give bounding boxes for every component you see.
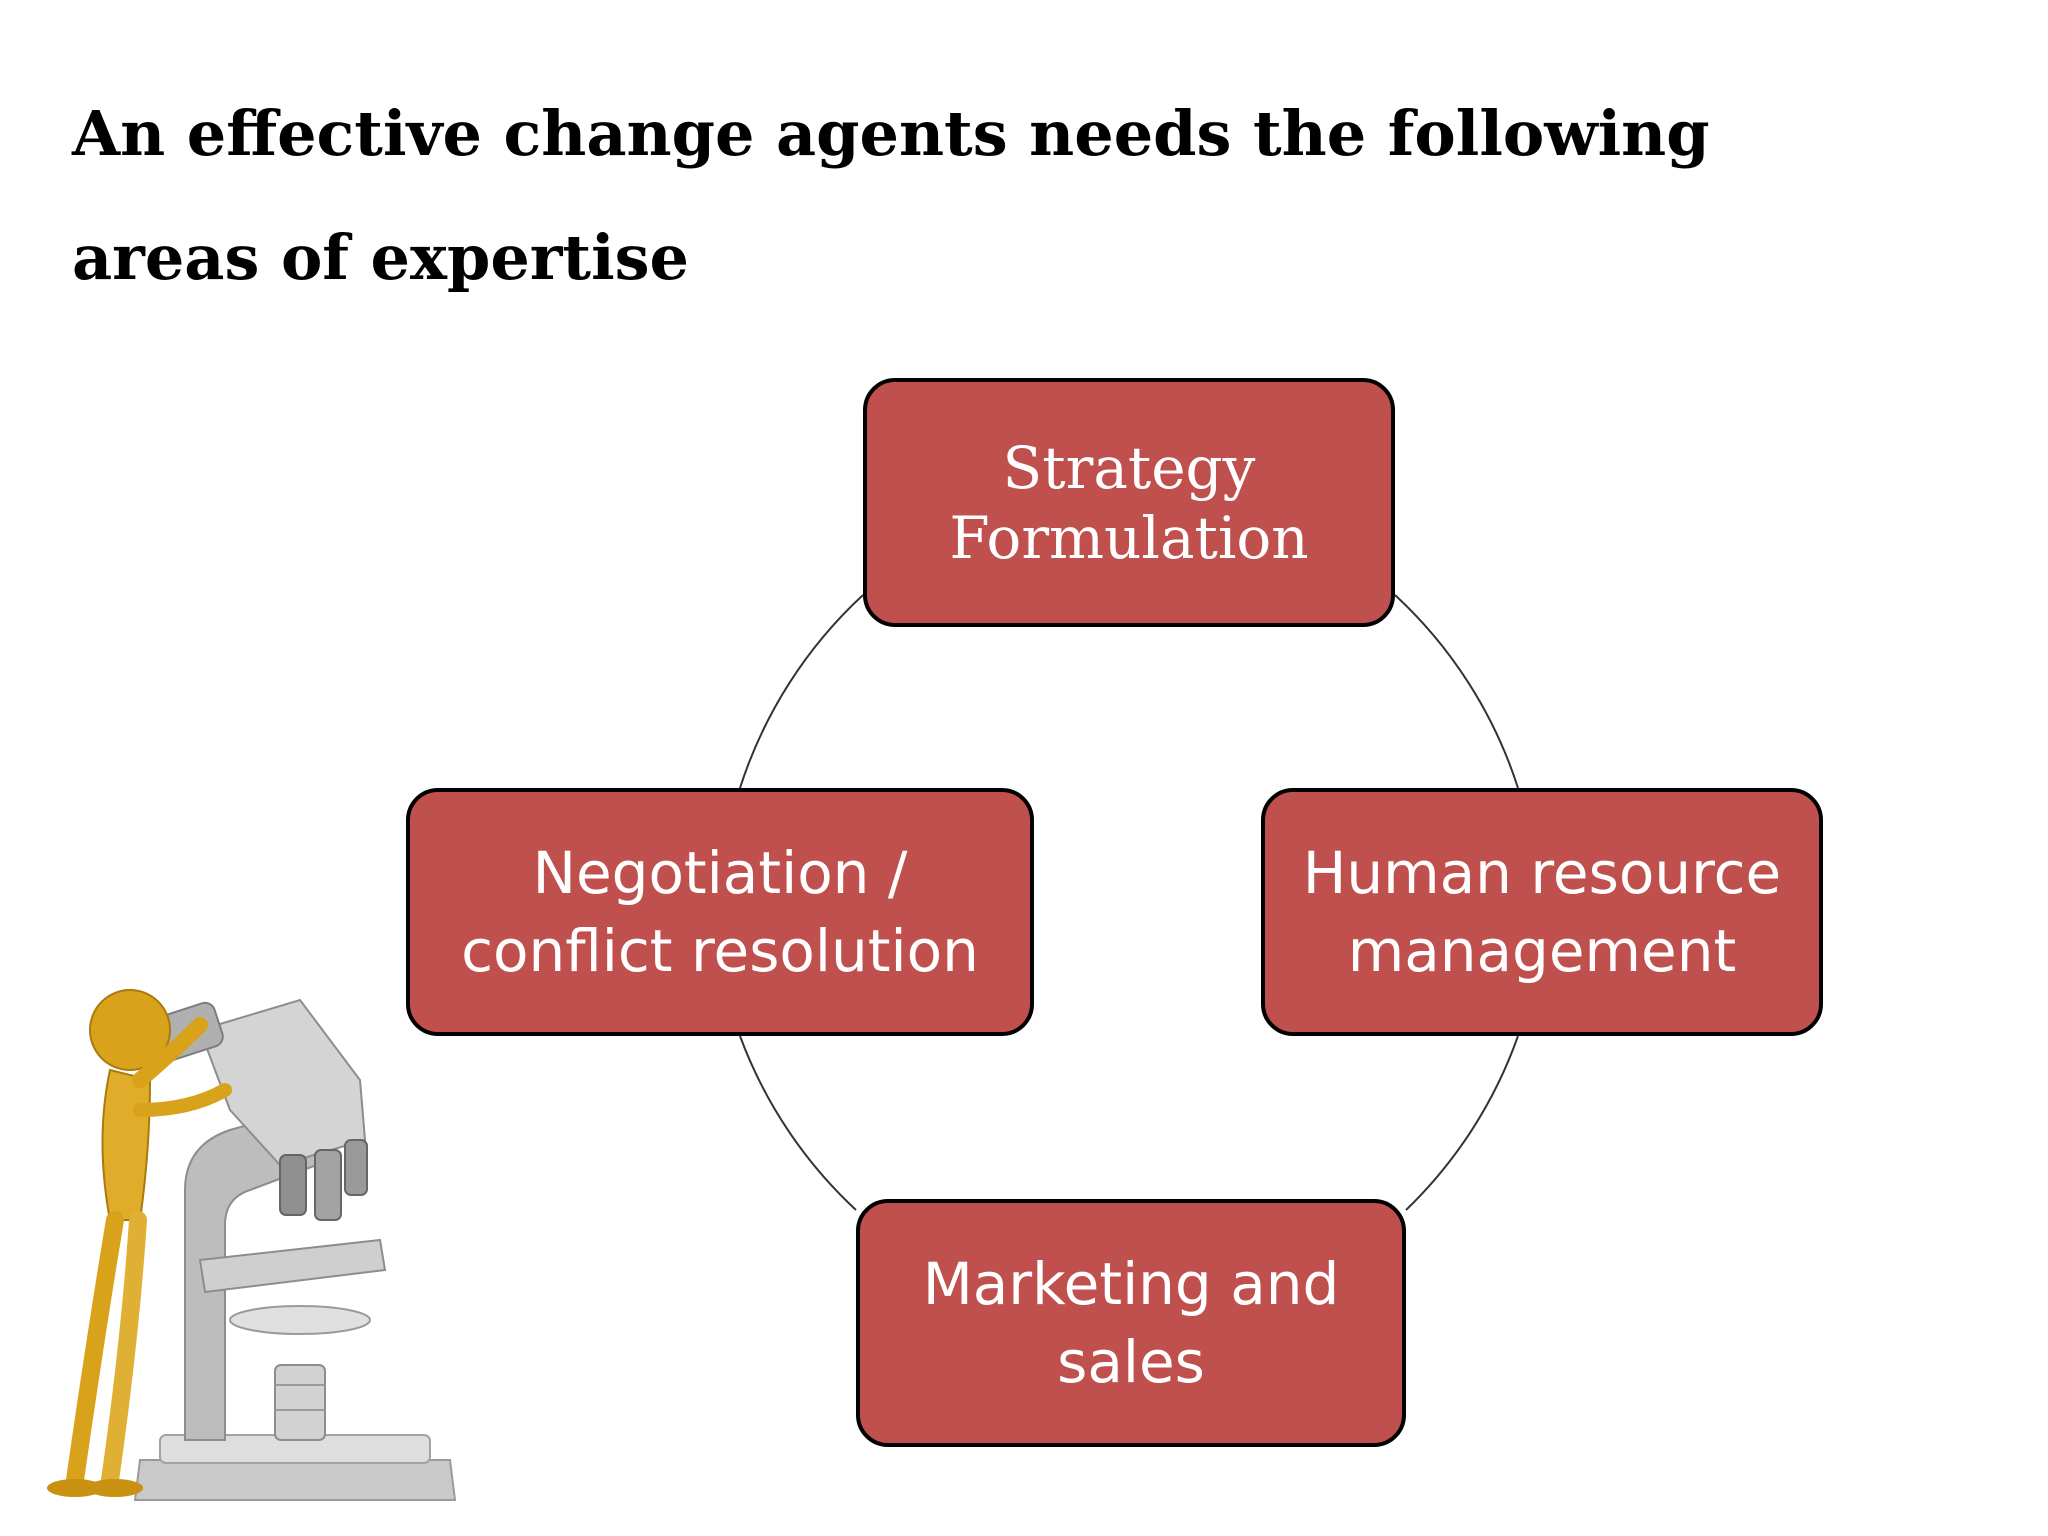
figure-head <box>89 989 171 1071</box>
figure-leg-right <box>101 1211 147 1489</box>
figure-foot <box>87 1479 143 1497</box>
figure-arm-lower <box>133 1083 232 1117</box>
slide-title: An effective change agents needs the fol… <box>72 97 1710 294</box>
objective-lens <box>314 1149 342 1221</box>
node-label: Marketing and sales <box>922 1250 1340 1396</box>
figure-arm-upper <box>132 1017 208 1088</box>
figure-foot <box>47 1479 103 1497</box>
node-strategy-formulation: Strategy Formulation <box>863 378 1395 627</box>
microscope-head <box>198 998 367 1167</box>
connector-bottom-right <box>1405 1035 1519 1211</box>
objective-lens <box>344 1139 368 1196</box>
focus-cylinder <box>274 1364 326 1441</box>
figure-with-microscope-icon <box>47 989 457 1501</box>
node-label: Human resource management <box>1302 839 1782 985</box>
microscope-base <box>133 1459 457 1501</box>
connector-bottom-left <box>739 1035 857 1211</box>
node-negotiation-conflict-resolution: Negotiation / conflict resolution <box>406 788 1034 1036</box>
node-label: Strategy Formulation <box>949 433 1309 572</box>
node-marketing-and-sales: Marketing and sales <box>856 1199 1406 1447</box>
figure-torso <box>101 1068 152 1221</box>
node-human-resource-management: Human resource management <box>1261 788 1823 1036</box>
figure-leg-left <box>66 1211 124 1489</box>
connector-top-right <box>1394 594 1519 789</box>
node-label: Negotiation / conflict resolution <box>461 839 979 985</box>
microscope-stage <box>198 1238 387 1294</box>
connector-top-left <box>739 594 864 789</box>
stage-ring <box>229 1305 371 1335</box>
objective-lens <box>279 1154 307 1216</box>
